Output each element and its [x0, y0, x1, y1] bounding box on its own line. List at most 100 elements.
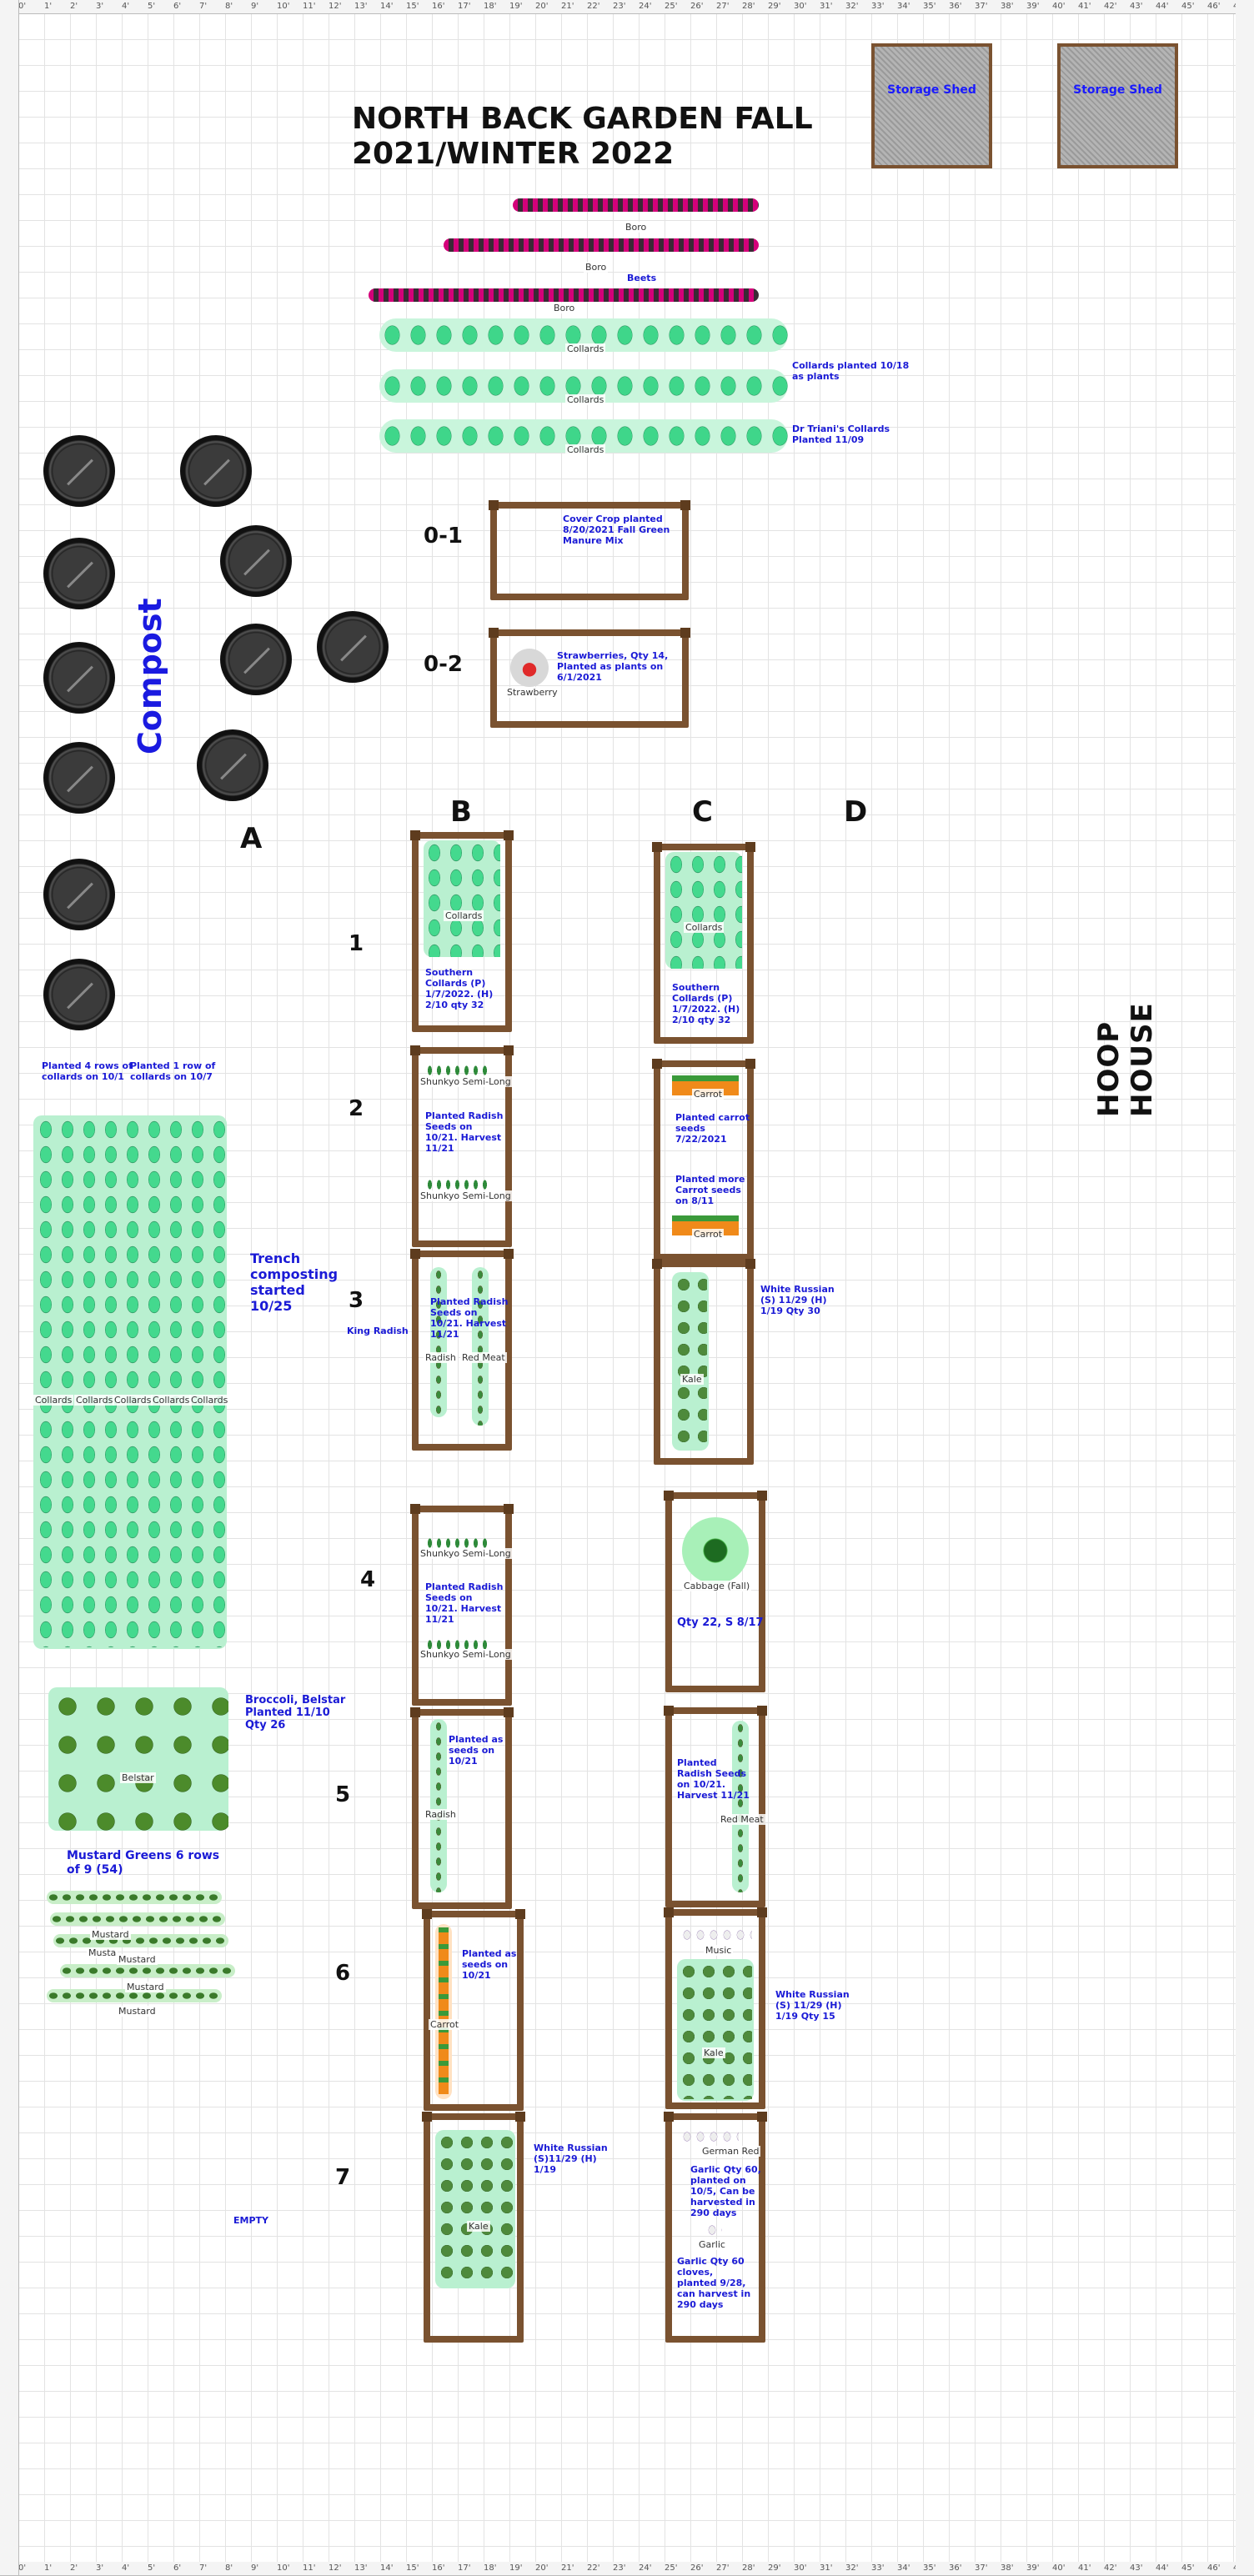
bed-c2-note-1: Planted carrot seeds 7/22/2021 [675, 1112, 750, 1145]
bed-b3-note: Planted Radish Seeds on 10/21. Harvest 1… [430, 1296, 509, 1340]
bed-o1-note: Cover Crop planted 8/20/2021 Fall Green … [563, 514, 670, 546]
bed-b6-label: Carrot [429, 2019, 461, 2030]
bed-b7-label: Kale [467, 2221, 490, 2232]
ruler-tick: 23' [613, 2563, 626, 2573]
kale-plants [674, 1274, 707, 1449]
ruler-tick: 5' [148, 2, 156, 11]
garlic-icon [705, 2221, 722, 2239]
collards-note-1: Collards planted 10/18 as plants [792, 360, 910, 382]
ruler-tick: 37' [975, 2563, 988, 2573]
ruler-tick: 15' [406, 2563, 419, 2573]
bed-c1[interactable] [652, 842, 755, 1044]
storage-shed-right[interactable]: Storage Shed [1057, 43, 1178, 168]
strawberry-icon [510, 649, 549, 687]
bed-c5[interactable] [664, 1706, 767, 1907]
broccoli-note: Broccoli, Belstar Planted 11/10 Qty 26 [245, 1694, 346, 1732]
compost-bin[interactable] [317, 611, 389, 683]
radish-strip [430, 1267, 447, 1417]
row-number-1: 1 [349, 931, 364, 956]
bed-c2-note-2: Planted more Carrot seeds on 8/11 [675, 1174, 745, 1206]
ruler-tick: 30' [794, 2563, 807, 2573]
collard-row-label: Collards [565, 444, 606, 455]
bed-b3[interactable] [410, 1249, 514, 1451]
bed-b5[interactable] [410, 1707, 514, 1909]
compost-bin[interactable] [220, 624, 292, 695]
ruler-tick: 24' [639, 2, 652, 11]
beet-row-3[interactable] [369, 288, 759, 302]
bed-c3[interactable] [652, 1259, 755, 1465]
bed-c3-label: Kale [680, 1374, 704, 1385]
compost-bin[interactable] [43, 959, 115, 1030]
collard-label: Collards [74, 1395, 115, 1406]
collard-plants [665, 852, 742, 969]
broccoli-label: Belstar [120, 1772, 156, 1783]
bed-b6[interactable] [422, 1909, 525, 2111]
compost-bin[interactable] [220, 525, 292, 597]
mustard-row[interactable] [47, 1891, 222, 1904]
ruler-tick: 29' [768, 2563, 781, 2573]
collard-plants [35, 1117, 227, 1647]
bottom-ruler: 0'1'2'3'4'5'6'7'8'9'10'11'12'13'14'15'16… [0, 2562, 1254, 2576]
mustard-row[interactable] [53, 1934, 228, 1947]
storage-shed-left[interactable]: Storage Shed [871, 43, 992, 168]
ruler-tick: 6' [173, 2563, 182, 2573]
bed-o2[interactable] [489, 628, 690, 728]
bed-c2[interactable] [652, 1059, 755, 1260]
ruler-tick: 9' [251, 2, 259, 11]
strawberry-label: Strawberry [505, 687, 559, 698]
ruler-tick: 14' [380, 2, 394, 11]
beet-row-2[interactable] [444, 238, 759, 252]
mustard-row[interactable] [60, 1964, 235, 1977]
right-ruler [1236, 0, 1254, 2575]
compost-bin[interactable] [43, 859, 115, 930]
ruler-tick: 11' [303, 2563, 316, 2573]
ruler-tick: 45' [1181, 2563, 1195, 2573]
bed-o1[interactable] [489, 500, 690, 600]
beet-row-1[interactable] [513, 198, 759, 212]
compost-bin[interactable] [43, 435, 115, 507]
ruler-tick: 8' [225, 2563, 233, 2573]
bed-c7[interactable] [664, 2112, 767, 2343]
compost-bin[interactable] [197, 729, 268, 801]
bed-b4[interactable] [410, 1504, 514, 1706]
radish-row [425, 1061, 492, 1080]
column-d-header: D [844, 795, 868, 829]
ruler-tick: 38' [1001, 2563, 1014, 2573]
mustard-row[interactable] [47, 1989, 222, 2002]
bed-b2[interactable] [410, 1045, 514, 1247]
row-number-3: 3 [349, 1288, 364, 1313]
ruler-tick: 21' [561, 2, 574, 11]
bed-c6[interactable] [664, 1907, 767, 2109]
storage-shed-label: Storage Shed [1073, 83, 1162, 97]
bed-c4[interactable] [664, 1491, 767, 1692]
carrot-plants [439, 1927, 449, 2094]
bed-b1[interactable] [410, 830, 514, 1032]
ruler-tick: 7' [199, 2563, 208, 2573]
ruler-tick: 37' [975, 2, 988, 11]
bed-b7[interactable] [422, 2112, 525, 2343]
ruler-tick: 13' [354, 2563, 368, 2573]
row-number-2: 2 [349, 1096, 364, 1121]
ruler-tick: 39' [1026, 2, 1040, 11]
bed-c7-note-2: Garlic Qty 60 cloves, planted 9/28, can … [677, 2256, 751, 2310]
ruler-tick: 45' [1181, 2, 1195, 11]
compost-bin[interactable] [180, 435, 252, 507]
column-c-header: C [692, 795, 713, 829]
ruler-tick: 9' [251, 2563, 259, 2573]
bed-b4-label: Shunkyo Semi-Long [419, 1548, 513, 1559]
bed-b3-label: Red Meat [460, 1352, 507, 1363]
compost-bin[interactable] [43, 538, 115, 609]
compost-bin[interactable] [43, 742, 115, 814]
col-a-collards-note-1: Planted 4 rows of collards on 10/1 [42, 1060, 133, 1082]
kale-plants [679, 1961, 752, 2099]
king-radish-label: King Radish [347, 1326, 409, 1336]
compost-bin[interactable] [43, 642, 115, 714]
row-number-4: 4 [360, 1567, 376, 1592]
ruler-tick: 32' [845, 2, 859, 11]
bed-c7-label: German Red [700, 2146, 761, 2157]
ruler-tick: 39' [1026, 2563, 1040, 2573]
ruler-tick: 7' [199, 2, 208, 11]
mustard-row[interactable] [50, 1912, 225, 1926]
ruler-tick: 32' [845, 2563, 859, 2573]
left-ruler [0, 0, 19, 2575]
